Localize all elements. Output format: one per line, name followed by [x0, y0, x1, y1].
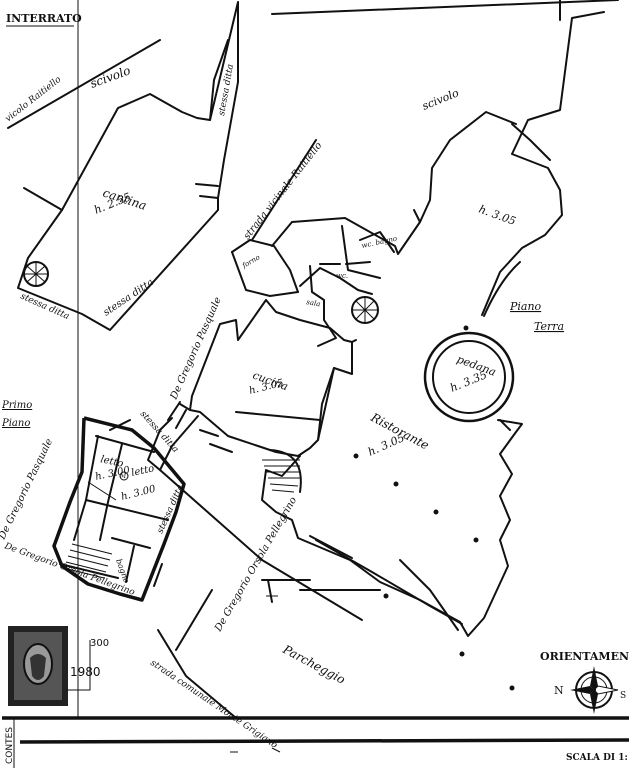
m-mark-label: M: [119, 473, 127, 480]
compass-s-label: S: [620, 691, 626, 701]
vicolo-label: vicolo Raitiello: [4, 74, 64, 124]
sala-label: sala: [306, 298, 321, 308]
letto2-name-label: letto: [130, 463, 155, 479]
stessa-ditta-label-4: stessa ditta: [138, 409, 180, 455]
ground-floor-outline: [167, 0, 605, 637]
scivolo-label-top: scivolo: [88, 63, 132, 90]
stamp-year-label: 1980: [70, 665, 101, 679]
letto2-height-label: h. 3.00: [120, 484, 157, 503]
upper-floor-label-1: Primo: [1, 400, 32, 411]
stair-hatch: [262, 449, 302, 493]
strada-comunale-label: strada comunale Monte Grigiano: [148, 658, 279, 751]
road-lines: [147, 0, 619, 719]
pedana-platform: [423, 331, 515, 423]
de-gregorio-pasquale-label-2: De Gregorio Pasquale: [0, 437, 55, 542]
parcheggio-label: Parcheggio: [280, 642, 348, 687]
orientation-title-label: ORIENTAMENTO: [540, 650, 629, 663]
de-gregorio-orsola-label: De Gregorio Orsola Pellegrino: [213, 495, 300, 634]
basement-cantina-outline: [7, 1, 239, 331]
stamp-number-label: 300: [90, 638, 109, 649]
ground-floor-label-1: Piano: [509, 300, 542, 313]
orientation-compass: ORIENTAMENTO N S: [540, 650, 629, 714]
wc-mid-label: wc.: [336, 272, 348, 280]
scale-text-label: SCALA DI 1:: [566, 753, 628, 763]
pedana-height-label: h. 3.35: [448, 368, 489, 395]
stessa-ditta-label-2: stessa ditta: [102, 277, 156, 319]
scivolo-label-right: scivolo: [420, 86, 461, 113]
sheet-header-label: INTERRATO: [6, 12, 82, 25]
forno-label: forno: [240, 253, 261, 270]
bar-height-label: h. 3.05: [477, 203, 518, 228]
ristorante-height-label: h. 3.05: [366, 431, 407, 459]
upper-floor-apartment: [52, 416, 186, 602]
strada-vicinale-label: strada vicinale Raitiello: [242, 140, 325, 242]
revenue-stamp: 1980 300: [8, 626, 109, 706]
compass-n-label: N: [554, 684, 564, 697]
upper-floor-label-2: Piano: [1, 418, 30, 429]
de-gregorio-orsola-label-2: De Gregorio Orsola Pellegrino: [2, 541, 136, 598]
terrace-arc: [483, 261, 521, 317]
margin-text-label: CONTES: [5, 727, 15, 764]
column-dots: [353, 325, 515, 691]
letto1-name-label: letto: [99, 454, 124, 470]
ground-floor-label-2: Terra: [534, 320, 564, 333]
